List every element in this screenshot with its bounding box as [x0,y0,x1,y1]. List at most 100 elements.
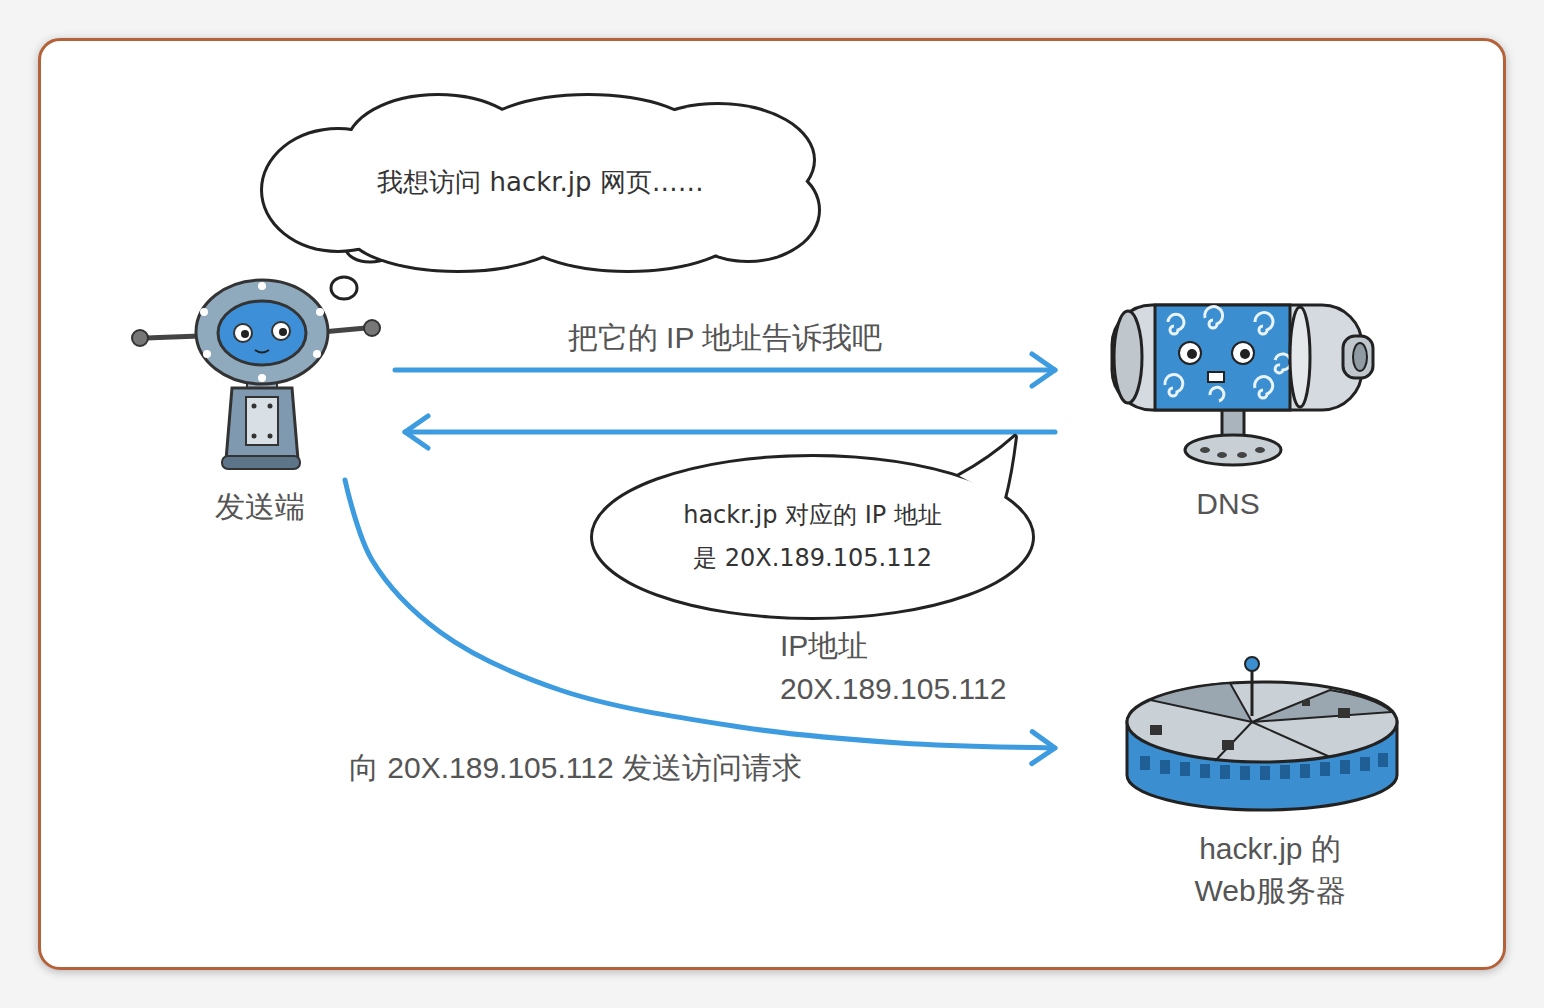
web-server [1245,657,1259,671]
sender-robot [268,404,273,409]
dns-machine [1112,305,1373,465]
web-server [1251,668,1254,716]
dns-machine [1185,435,1281,465]
sender-robot [252,434,257,439]
sender-robot [196,280,328,384]
band-pattern [1260,766,1270,780]
band-pattern [1280,765,1290,779]
sender-robot [132,330,148,346]
sender-robot [313,350,321,358]
band-pattern [1220,765,1230,779]
thought-cloud: 我想访问 hackr.jp 网页…… [258,90,823,275]
bubble-text: hackr.jp 对应的 IP 地址 是 20X.189.105.112 [668,494,958,580]
speech-bubble-shape [590,454,1035,620]
sender-robot [203,350,211,358]
sender-robot [200,308,208,316]
sender-robot [246,397,278,445]
sender-robot [234,324,252,342]
sender-robot [364,320,380,336]
sender-robot [258,282,266,290]
caption-holder: hackr.jp 的 Web服务器 [1060,828,1480,912]
band-pattern [1160,760,1170,774]
dns-machine [1155,305,1290,410]
swirl-pattern [1255,313,1273,334]
node-caption: 发送端 [215,486,305,528]
dns-machine [1179,342,1201,364]
bubble-fill [593,457,1032,617]
web-server [1338,708,1350,718]
swirl-pattern [1168,314,1184,334]
dns-machine [1217,452,1227,458]
dns-machine [1114,311,1142,403]
edge-label: 把它的 IP 地址告诉我吧 [564,320,886,356]
band-pattern [1340,760,1350,774]
connectors [345,370,1055,748]
swirl-pattern [1165,307,1291,401]
swirl-pattern [1275,354,1291,373]
dns-machine [1187,349,1197,359]
dns-machine [1237,452,1247,458]
web-server [1127,682,1397,762]
thought-tail [331,277,357,299]
swirl-pattern [1205,307,1223,328]
sender-robot [218,301,306,365]
dns-machine [1343,336,1373,378]
dns-machine [1290,307,1310,407]
dns-machine [1353,343,1367,371]
server-node: hackr.jp 的 Web服务器 [1060,650,1480,820]
sender-robot [255,350,269,353]
sender-robot [252,404,257,409]
swirl-pattern [1255,377,1273,398]
dns-machine [1208,372,1224,382]
sender-robot [146,336,200,338]
sender-robot [279,328,287,336]
web-server [1222,740,1234,750]
band-pattern [1240,766,1250,780]
cloud-fill [310,125,770,245]
band-pattern [1140,756,1150,770]
annotation-label: IP地址 [776,628,872,664]
bubble-fill [959,437,1015,499]
outline-group [263,96,818,270]
bubble-text: 我想访问 hackr.jp 网页…… [377,165,704,200]
dns-machine [1255,447,1265,453]
sender-robot [222,456,300,469]
dns-machine [1112,305,1362,410]
band-pattern [1360,757,1370,771]
dns-machine [1200,447,1210,453]
outline-group [593,437,1032,617]
sender-robot [316,308,324,316]
web-server [1150,725,1162,735]
sender-robot [272,322,290,340]
caption-holder: DNS [1060,483,1396,525]
caption-holder: 发送端 [130,486,390,528]
band-pattern [1378,753,1388,767]
speech-bubble: hackr.jp 对应的 IP 地址 是 20X.189.105.112 [590,454,1035,620]
bubble-outline [593,457,1032,617]
swirl-pattern [1210,387,1224,401]
node-caption: DNS [1196,483,1259,525]
band-pattern [1320,762,1330,776]
sender-robot [132,280,380,469]
sender-node: 发送端 [130,278,390,478]
node-caption: hackr.jp 的 Web服务器 [1170,828,1370,912]
dns-machine [1240,349,1250,359]
web-server [1252,690,1392,722]
sender-robot [268,434,273,439]
sender-robot [258,374,266,382]
web-server [1252,722,1330,757]
dns-node: DNS [1060,295,1396,475]
web-server [1302,700,1310,706]
web-server [1150,683,1252,722]
edge-label: 向 20X.189.105.112 发送访问请求 [345,750,806,786]
annotation-label: 20X.189.105.112 [776,671,1010,707]
arrow-connector [395,368,1055,373]
sender-robot [226,388,298,460]
band-pattern [1300,764,1310,778]
web-server [1127,657,1397,810]
dns-machine [1232,342,1254,364]
sender-robot [241,330,249,338]
cloud-outline [310,125,770,245]
arrow-connector [405,430,1055,435]
